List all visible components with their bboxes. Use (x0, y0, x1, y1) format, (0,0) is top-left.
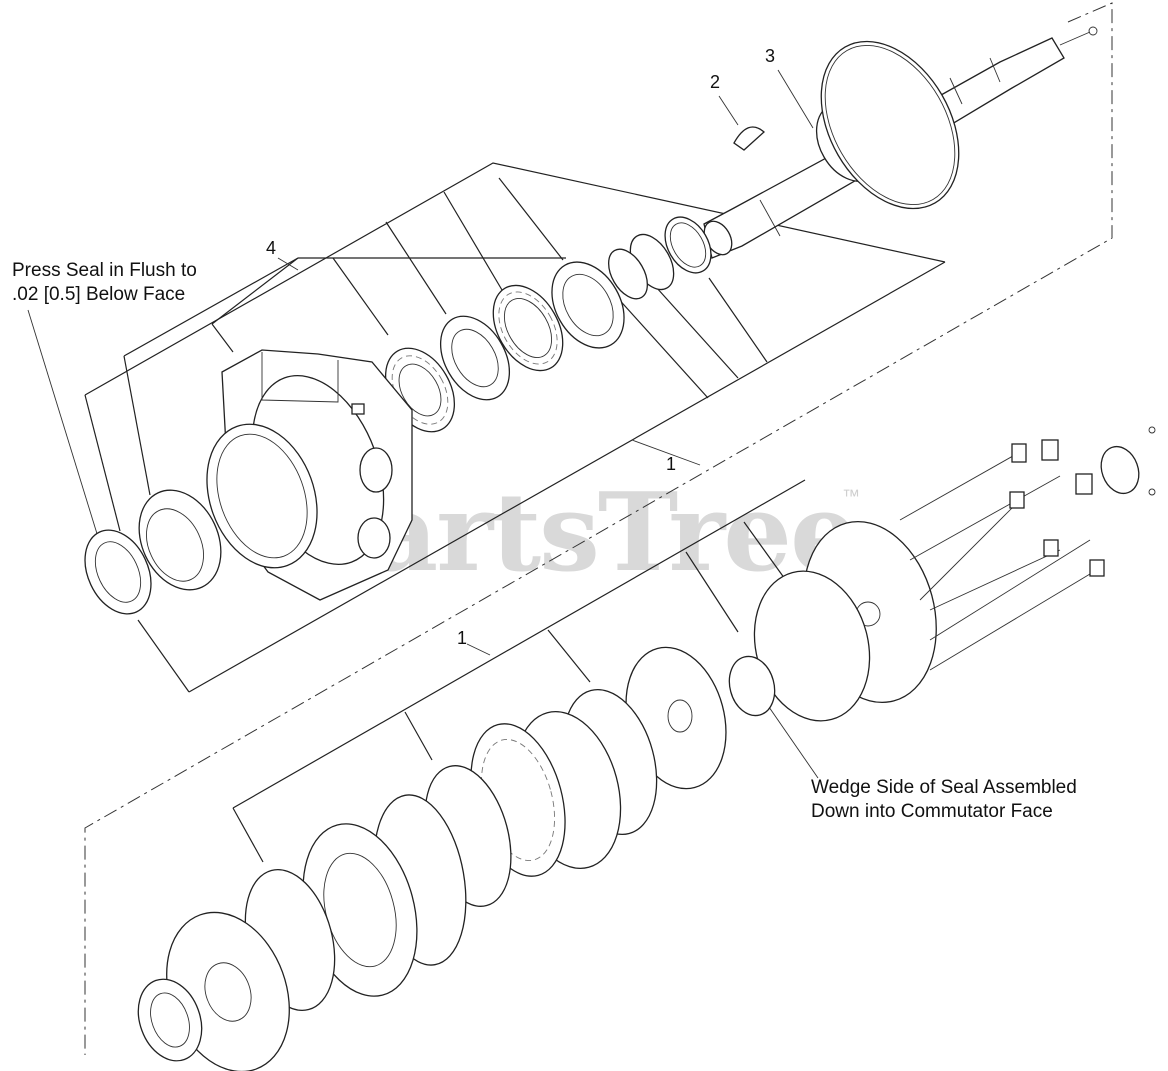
note-press-seal-line-1: Press Seal in Flush to (12, 260, 197, 281)
bracket-upper-assembly (84, 162, 946, 693)
callout-housing-kit: 4 (266, 238, 277, 258)
output-shaft (703, 26, 1098, 259)
wear-plate-and-washer (137, 911, 290, 1071)
bracket-lower-assembly (232, 479, 806, 863)
callout-key: 2 (710, 72, 721, 92)
watermark-trademark: ™ (842, 486, 860, 506)
front-bearing-and-seal (84, 489, 222, 615)
note-wedge-side-line-1: Wedge Side of Seal Assembled (811, 777, 1077, 798)
thrust-bearing-stack (384, 284, 564, 433)
shaft-seal-rings (551, 216, 712, 349)
callout-shaft: 3 (765, 46, 776, 66)
manifold-disk-stack (424, 688, 658, 907)
dash-dot-boundary (84, 2, 1113, 1055)
motor-housing (206, 349, 413, 601)
gerotor-set (244, 794, 467, 1012)
callout-assembly-lower: 1 (457, 628, 468, 648)
note-wedge-side-line-2: Down into Commutator Face (811, 801, 1053, 822)
note-press-seal-line-2: .02 [0.5] Below Face (12, 284, 186, 305)
woodruff-key (733, 126, 765, 151)
callout-assembly-upper: 1 (666, 454, 677, 474)
